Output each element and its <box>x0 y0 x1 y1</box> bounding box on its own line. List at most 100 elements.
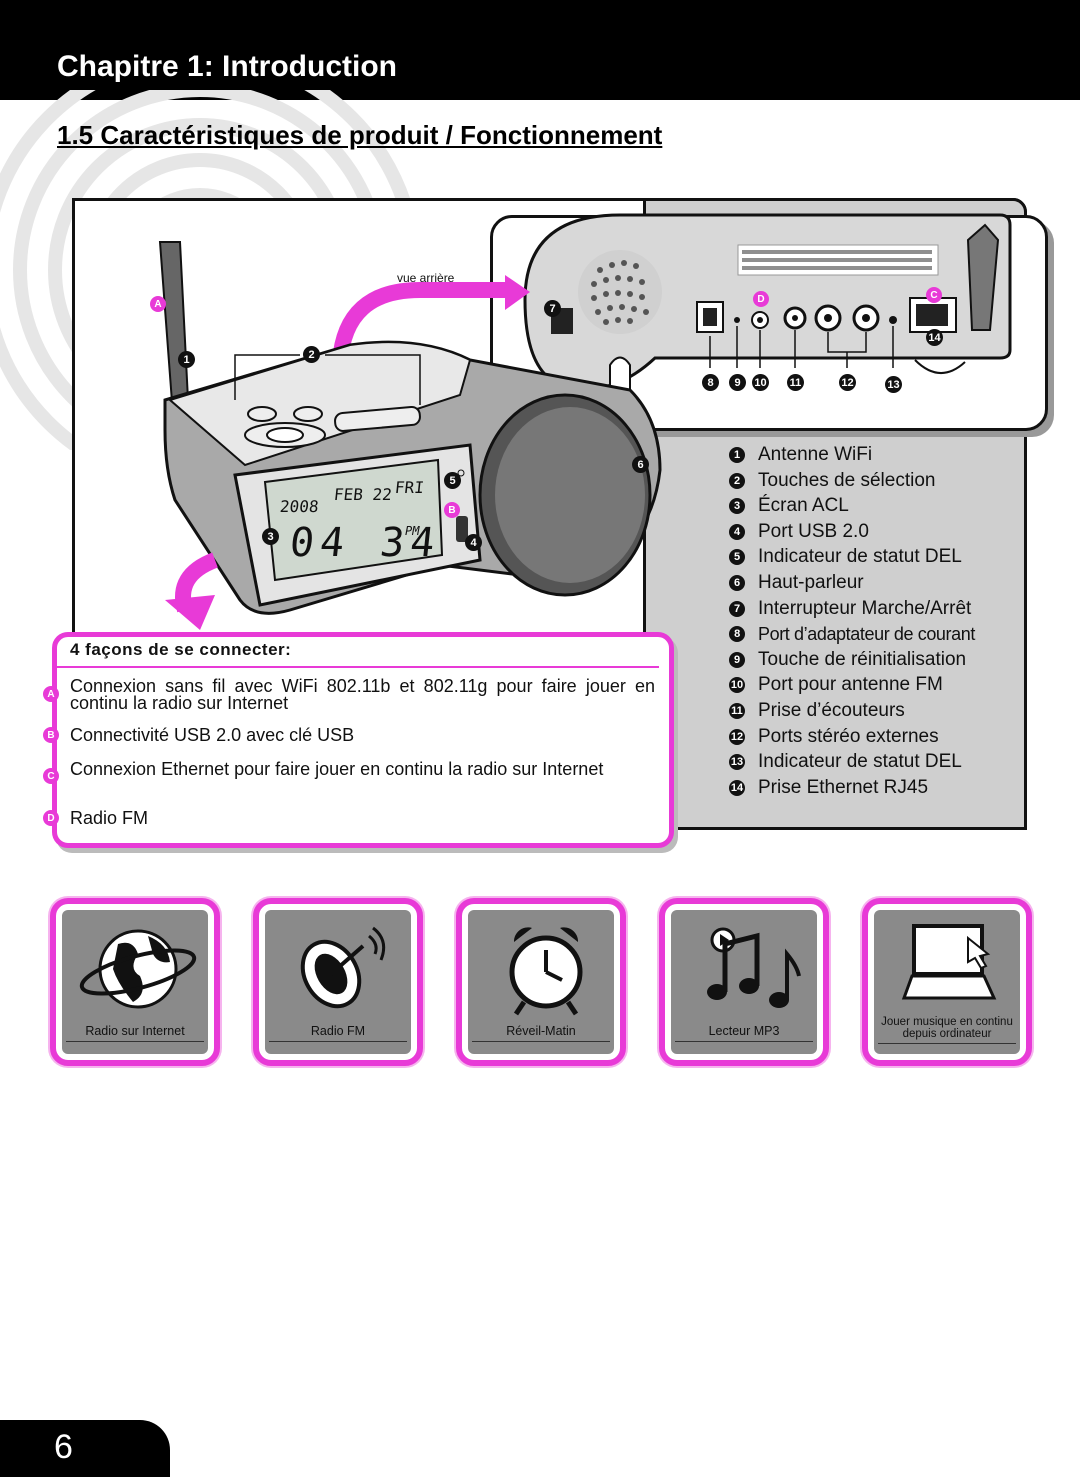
marker-b: B <box>444 502 460 518</box>
lcd-year: 2008 <box>279 497 320 516</box>
legend-label: Touche de réinitialisation <box>758 649 967 670</box>
legend-label: Indicateur de statut DEL <box>758 546 962 567</box>
chapter-header: Chapitre 1: Introduction <box>0 0 1080 100</box>
legend-item: 12 Ports stéréo externes <box>729 725 939 749</box>
marker-6: 6 <box>632 456 649 473</box>
legend-num: 12 <box>729 729 745 745</box>
lcd-ampm: PM <box>405 524 420 538</box>
legend-num: 11 <box>729 703 745 719</box>
way-text: Connexion Ethernet pour faire jouer en c… <box>70 759 604 779</box>
way-letter: A <box>43 686 59 702</box>
legend-label: Ports stéréo externes <box>758 726 939 747</box>
lcd-weekday: FRI <box>394 478 425 497</box>
legend-label: Touches de sélection <box>758 470 936 491</box>
marker-4: 4 <box>465 534 482 551</box>
way-letter: C <box>43 768 59 784</box>
legend-item: 3 Écran ACL <box>729 494 849 518</box>
connection-ways-box <box>52 632 674 848</box>
marker-11: 11 <box>787 374 804 391</box>
feature-label: Jouer musique en continu depuis ordinate… <box>878 1016 1016 1044</box>
front-device <box>158 241 662 615</box>
feature-label: Lecteur MP3 <box>675 1024 813 1042</box>
legend-label: Interrupteur Marche/Arrêt <box>758 598 972 619</box>
marker-1: 1 <box>178 351 195 368</box>
feature-label: Radio sur Internet <box>66 1024 204 1042</box>
legend-label: Indicateur de statut DEL <box>758 751 962 772</box>
legend-item: 13 Indicateur de statut DEL <box>729 750 962 774</box>
legend-num: 4 <box>729 524 745 540</box>
section-title: 1.5 Caractéristiques de produit / Foncti… <box>57 120 663 150</box>
satellite-dish-icon <box>300 926 386 1009</box>
page-number-tab <box>0 1420 170 1477</box>
radio-illustration <box>158 213 1012 630</box>
connection-ways-title: 4 façons de se connecter: <box>70 640 292 659</box>
legend-num: 10 <box>729 677 745 693</box>
rear-device <box>523 213 1012 395</box>
way-letter: D <box>43 810 59 826</box>
legend-item: 5 Indicateur de statut DEL <box>729 545 962 569</box>
legend-num: 9 <box>729 652 745 668</box>
feature-stream-from-computer: Jouer musique en continu depuis ordinate… <box>862 898 1032 1066</box>
marker-d: D <box>753 291 769 307</box>
rear-arrow <box>332 275 530 363</box>
marker-13: 13 <box>885 376 902 393</box>
feature-label: Radio FM <box>269 1024 407 1042</box>
globe-icon <box>79 929 197 1009</box>
legend-item: 9 Touche de réinitialisation <box>729 648 966 672</box>
legend-item: 7 Interrupteur Marche/Arrêt <box>729 597 971 621</box>
legend-label: Écran ACL <box>758 495 849 516</box>
legend-num: 7 <box>729 601 745 617</box>
chapter-title: Chapitre 1: Introduction <box>57 50 397 83</box>
feature-alarm-clock: Réveil-Matin <box>456 898 626 1066</box>
lcd-date: FEB 22 <box>333 485 393 504</box>
way-letter: B <box>43 727 59 743</box>
legend-label: Antenne WiFi <box>758 444 873 465</box>
music-notes-icon <box>707 927 801 1008</box>
marker-7: 7 <box>544 300 561 317</box>
marker-8: 8 <box>702 374 719 391</box>
legend-item: 6 Haut-parleur <box>729 571 864 595</box>
legend-num: 1 <box>729 447 745 463</box>
down-arrow <box>165 552 219 630</box>
legend-num: 2 <box>729 473 745 489</box>
legend-item: 1 Antenne WiFi <box>729 443 872 467</box>
legend-num: 13 <box>729 754 745 770</box>
marker-12: 12 <box>839 374 856 391</box>
legend-num: 5 <box>729 549 745 565</box>
marker-9: 9 <box>729 374 746 391</box>
legend-item: 14 Prise Ethernet RJ45 <box>729 776 928 800</box>
marker-2: 2 <box>303 346 320 363</box>
legend-num: 6 <box>729 575 745 591</box>
rear-view-label: vue arrière <box>397 271 455 285</box>
marker-3: 3 <box>262 528 279 545</box>
lcd-time: 04 34 <box>287 520 443 566</box>
marker-5: 5 <box>444 472 461 489</box>
legend-label: Prise Ethernet RJ45 <box>758 777 929 798</box>
legend-label: Port pour antenne FM <box>758 674 943 695</box>
feature-mp3-player: Lecteur MP3 <box>659 898 829 1066</box>
feature-fm-radio: Radio FM <box>253 898 423 1066</box>
legend-label: Port USB 2.0 <box>758 521 869 542</box>
divider <box>57 666 659 668</box>
feature-label: Réveil-Matin <box>472 1024 610 1042</box>
legend-num: 3 <box>729 498 745 514</box>
marker-14: 14 <box>926 329 943 346</box>
legend-item: 4 Port USB 2.0 <box>729 520 869 544</box>
legend-item: 2 Touches de sélection <box>729 469 935 493</box>
way-text: Radio FM <box>70 808 149 828</box>
marker-a: A <box>150 296 166 312</box>
laptop-icon <box>901 924 997 1000</box>
way-text: Connectivité USB 2.0 avec clé USB <box>70 725 355 745</box>
legend-item: 8 Port d’adaptateur de courant <box>729 622 975 646</box>
legend-label: Port d’adaptateur de courant <box>758 623 975 644</box>
alarm-clock-icon <box>509 927 583 1016</box>
page-number: 6 <box>54 1428 73 1466</box>
legend-num: 8 <box>729 626 745 642</box>
feature-internet-radio: Radio sur Internet <box>50 898 220 1066</box>
legend-num: 14 <box>729 780 745 796</box>
legend-label: Haut-parleur <box>758 572 864 593</box>
marker-10: 10 <box>752 374 769 391</box>
marker-c: C <box>926 287 942 303</box>
way-text: Connexion sans fil avec WiFi 802.11b et … <box>70 676 655 713</box>
